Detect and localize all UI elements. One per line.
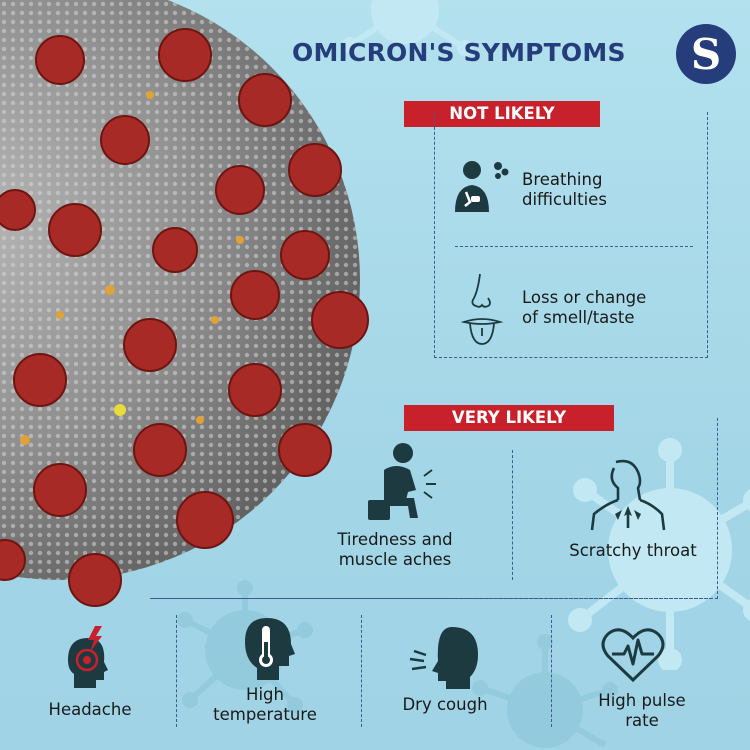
thermometer-head-icon — [245, 618, 295, 680]
not-likely-panel — [434, 112, 708, 358]
temperature-label: High temperature — [195, 685, 335, 725]
scratchy-throat-label: Scratchy throat — [569, 541, 697, 560]
breathing-label-line2: difficulties — [522, 190, 607, 209]
pulse-label-line2: rate — [625, 711, 659, 730]
divider — [176, 615, 177, 727]
temperature-label-line1: High — [246, 685, 284, 704]
divider — [152, 598, 712, 599]
tiredness-label-line1: Tiredness and — [337, 530, 453, 549]
smell-taste-label: Loss or change of smell/taste — [522, 288, 646, 328]
smell-taste-label-line2: of smell/taste — [522, 308, 635, 327]
background-virus-icon — [472, 634, 618, 748]
breathing-difficulty-icon — [455, 161, 509, 212]
pulse-label-line1: High pulse — [598, 691, 686, 710]
tiredness-label-line2: muscle aches — [338, 550, 452, 569]
breathing-label: Breathing difficulties — [522, 170, 607, 210]
coronavirus-illustration — [0, 0, 369, 607]
nose-tongue-icon — [460, 273, 504, 345]
headache-label: Headache — [48, 700, 132, 719]
background-virus-icon — [342, 0, 473, 56]
logo-letter: S — [691, 30, 721, 79]
very-likely-badge: VERY LIKELY — [404, 405, 614, 431]
throat-icon — [590, 459, 666, 531]
background-virus-icon — [568, 438, 750, 670]
breathing-label-line1: Breathing — [522, 170, 603, 189]
cough-icon — [409, 627, 478, 689]
divider — [455, 246, 693, 247]
divider — [551, 615, 552, 727]
divider — [512, 450, 513, 580]
not-likely-badge: NOT LIKELY — [404, 101, 600, 127]
page-title: OMICRON'S SYMPTOMS — [292, 38, 626, 67]
pulse-label: High pulse rate — [572, 691, 712, 731]
temperature-label-line2: temperature — [213, 705, 317, 724]
tired-person-icon — [368, 443, 436, 520]
divider — [361, 615, 362, 727]
s-logo-icon: S — [676, 24, 736, 84]
heart-pulse-icon — [601, 628, 665, 683]
headache-icon — [68, 626, 108, 688]
smell-taste-label-line1: Loss or change — [522, 288, 647, 307]
tiredness-label: Tiredness and muscle aches — [320, 530, 470, 570]
dry-cough-label: Dry cough — [402, 695, 488, 714]
